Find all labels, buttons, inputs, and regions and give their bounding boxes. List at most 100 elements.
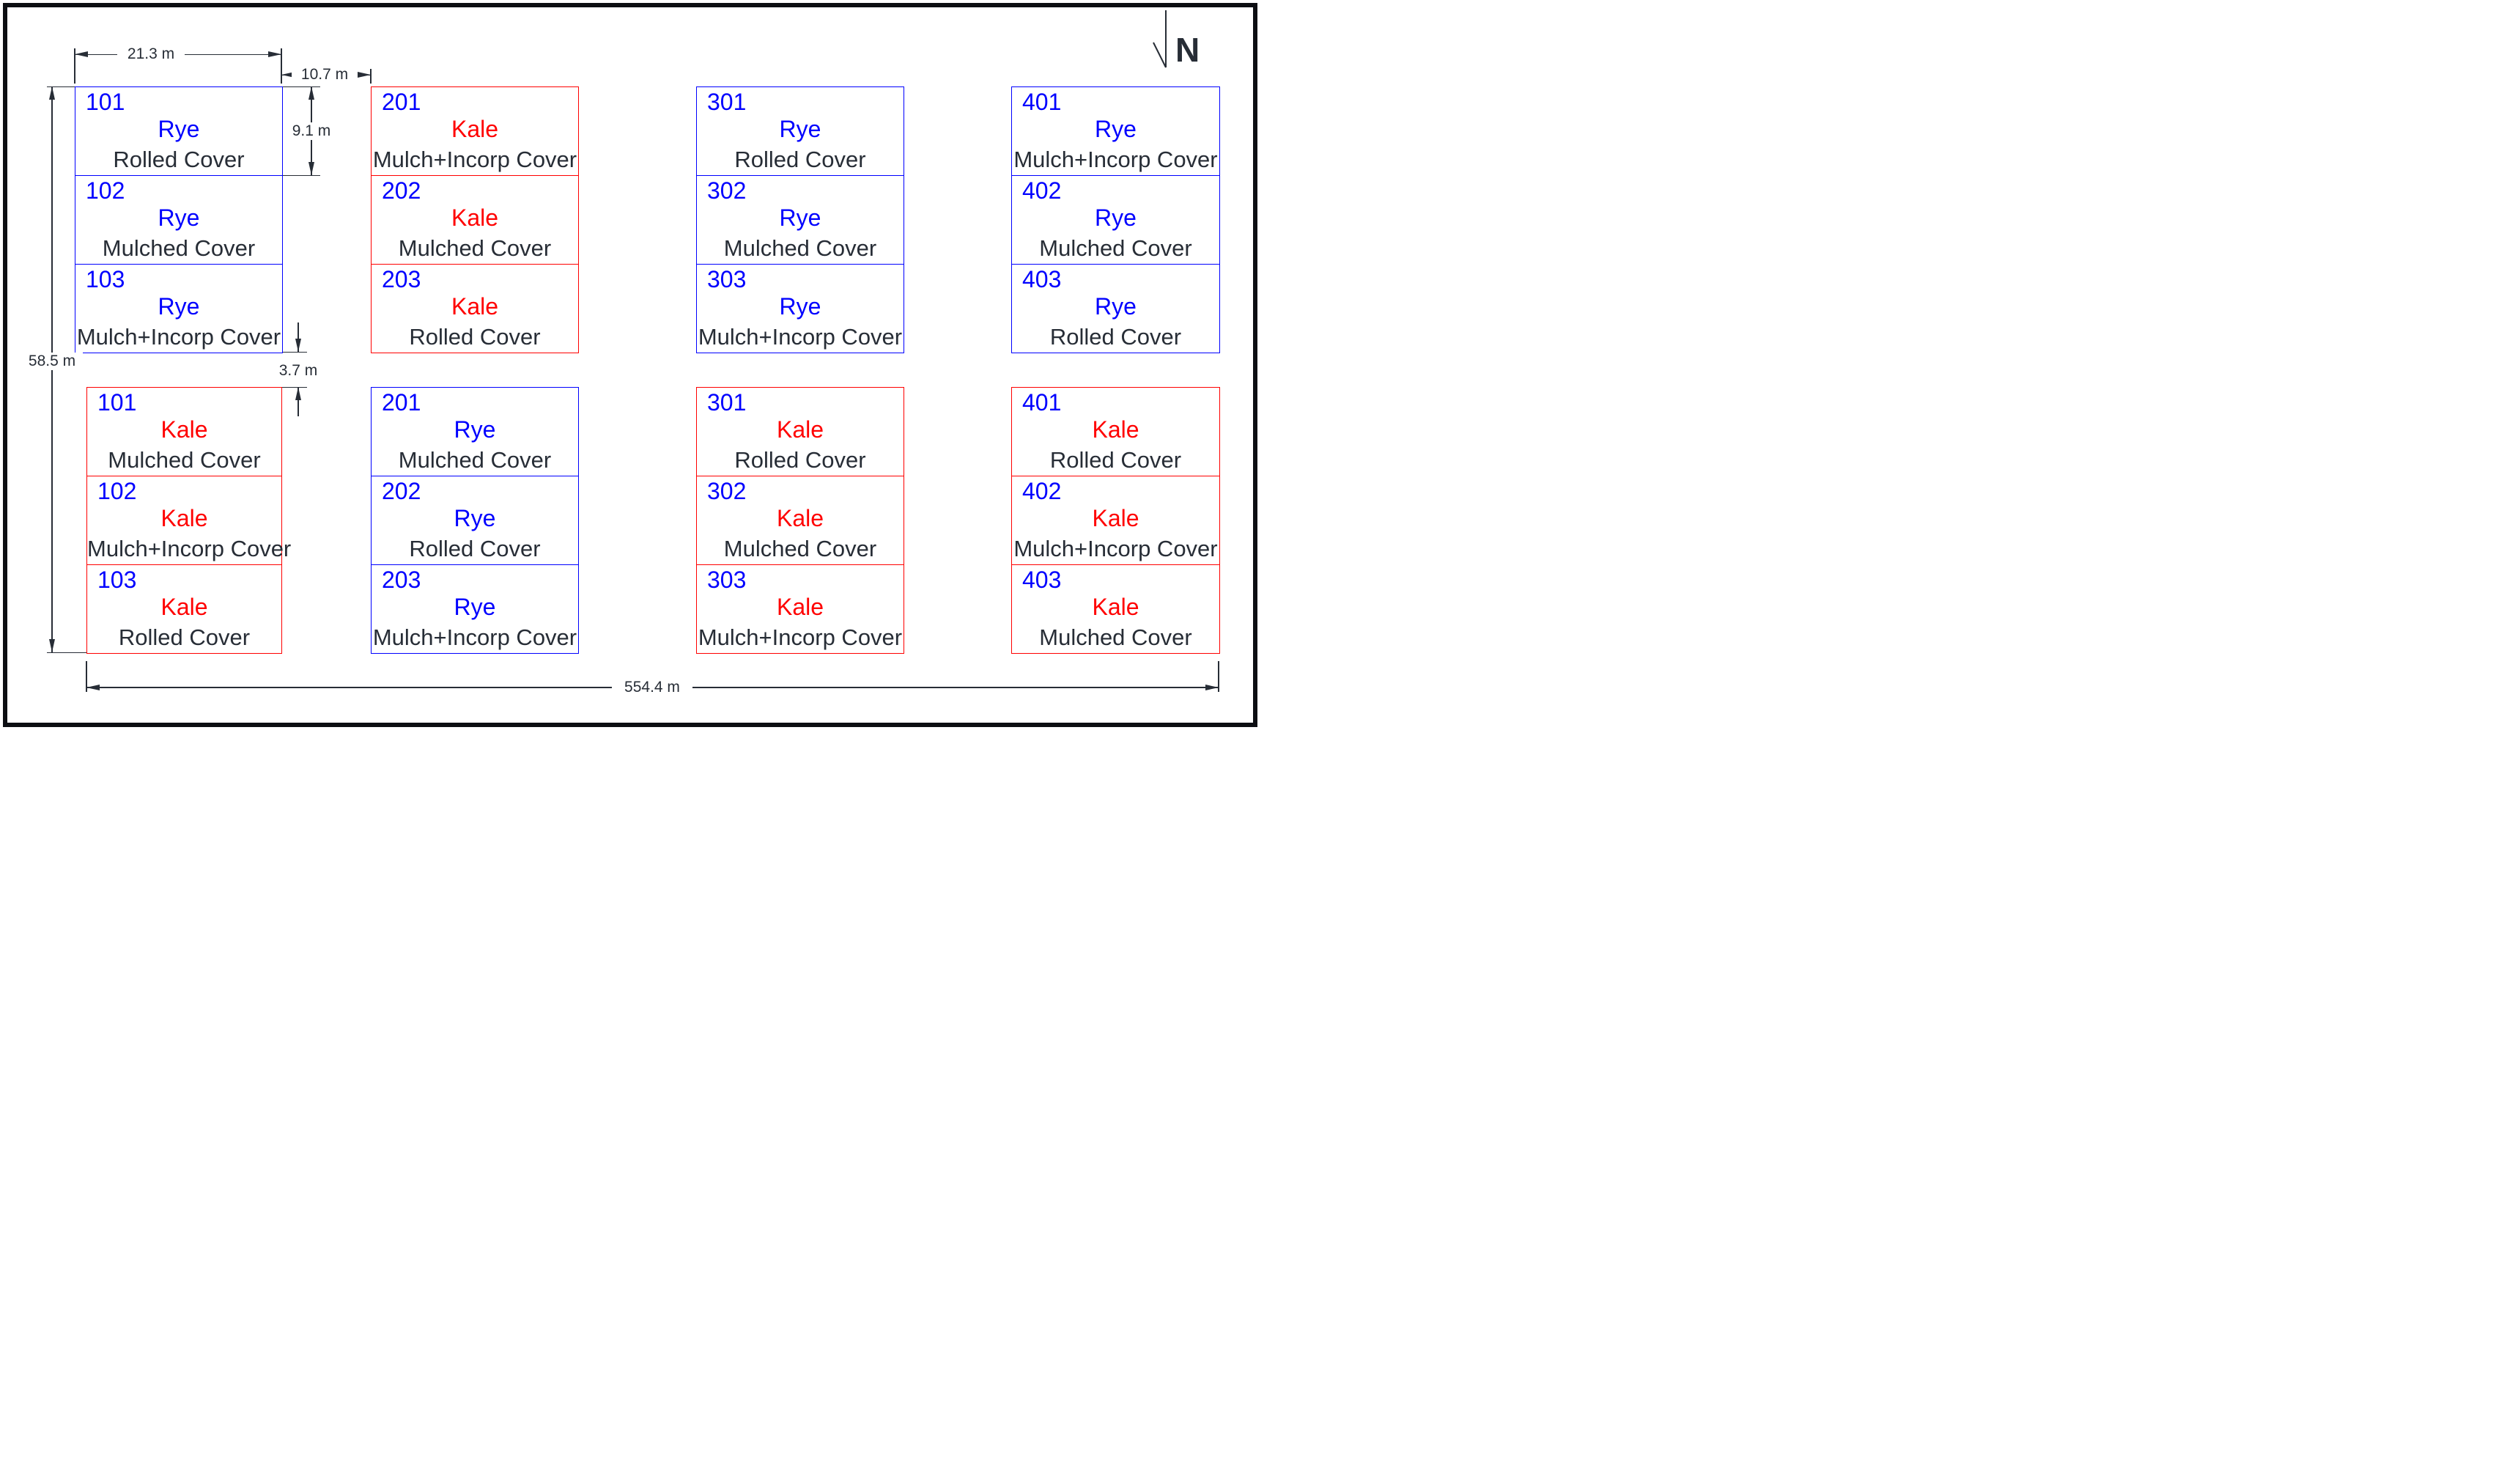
plot-species: Rye [454,594,496,620]
plot-cover: Rolled Cover [118,624,251,650]
plot-species: Kale [1092,416,1139,443]
plot-cover: Mulch+Incorp Cover [372,147,577,172]
plot-species: Kale [1092,594,1139,620]
plot-number: 301 [707,89,747,115]
plot-species: Rye [1095,204,1137,231]
plot-number: 101 [97,389,137,416]
plot-cell: 202 Kale Mulched Cover [372,175,578,264]
dim-field-height-label: 58.5 m [21,353,83,370]
block-top-2: 201 Kale Mulch+Incorp Cover 202 Kale Mul… [371,86,579,353]
plot-cover: Mulched Cover [398,447,552,473]
plot-cover: Mulched Cover [398,235,552,261]
plot-species: Rye [779,204,821,231]
plot-cell: 203 Kale Rolled Cover [372,264,578,353]
plot-cell: 402 Kale Mulch+Incorp Cover [1012,476,1219,564]
plot-species: Kale [1092,505,1139,531]
plot-number: 302 [707,177,747,204]
plot-cell: 303 Kale Mulch+Incorp Cover [697,564,904,653]
block-bottom-4: 401 Kale Rolled Cover 402 Kale Mulch+Inc… [1011,387,1220,654]
plot-cover: Mulch+Incorp Cover [698,324,903,350]
plot-cell: 102 Rye Mulched Cover [75,175,282,264]
plot-cell: 103 Rye Mulch+Incorp Cover [75,264,282,353]
block-bottom-1: 101 Kale Mulched Cover 102 Kale Mulch+In… [86,387,292,654]
plot-species: Kale [776,505,824,531]
dim-block-gap-label: 10.7 m [292,66,358,84]
plot-cell: 101 Kale Mulched Cover [87,388,281,476]
plot-species: Rye [158,204,200,231]
block-bottom-3: 301 Kale Rolled Cover 302 Kale Mulched C… [696,387,904,654]
plot-number: 201 [382,89,421,115]
plot-cell: 302 Kale Mulched Cover [697,476,904,564]
plot-number: 203 [382,266,421,292]
plot-cover: Rolled Cover [1049,324,1182,350]
plot-cell: 401 Kale Rolled Cover [1012,388,1219,476]
plot-species: Rye [1095,293,1137,320]
plot-cover: Rolled Cover [113,147,245,172]
plot-cell: 202 Rye Rolled Cover [372,476,578,564]
plot-species: Rye [1095,116,1137,142]
plot-number: 303 [707,266,747,292]
plot-cover: Mulch+Incorp Cover [87,536,292,561]
plot-number: 403 [1022,266,1062,292]
north-arrow-icon [1153,10,1167,68]
plot-cell: 103 Kale Rolled Cover [87,564,281,653]
block-top-3: 301 Rye Rolled Cover 302 Rye Mulched Cov… [696,86,904,353]
plot-number: 401 [1022,389,1062,416]
plot-species: Rye [779,293,821,320]
plot-number: 102 [97,478,137,504]
plot-cell: 303 Rye Mulch+Incorp Cover [697,264,904,353]
plot-species: Rye [454,505,496,531]
plot-cell: 403 Kale Mulched Cover [1012,564,1219,653]
plot-species: Rye [779,116,821,142]
plot-number: 102 [86,177,125,204]
plot-species: Rye [454,416,496,443]
plot-species: Rye [158,293,200,320]
plot-species: Kale [451,293,499,320]
plot-cell: 301 Rye Rolled Cover [697,87,904,175]
plot-number: 302 [707,478,747,504]
plot-number: 203 [382,567,421,593]
plot-cell: 402 Rye Mulched Cover [1012,175,1219,264]
plot-number: 401 [1022,89,1062,115]
plot-number: 202 [382,177,421,204]
plot-number: 201 [382,389,421,416]
plot-cover: Rolled Cover [734,447,866,473]
plot-cell: 201 Rye Mulched Cover [372,388,578,476]
plot-cover: Mulch+Incorp Cover [1013,536,1218,561]
plot-cell: 203 Rye Mulch+Incorp Cover [372,564,578,653]
dim-plot-height-label: 9.1 m [284,122,339,140]
plot-cover: Rolled Cover [1049,447,1182,473]
north-label: N [1175,31,1200,69]
plot-number: 103 [97,567,137,593]
plot-number: 202 [382,478,421,504]
plot-cover: Mulched Cover [1039,235,1192,261]
plot-cell: 403 Rye Rolled Cover [1012,264,1219,353]
dim-field-width-label: 554.4 m [612,679,692,696]
plot-cover: Rolled Cover [734,147,866,172]
plot-cover: Mulched Cover [108,447,261,473]
drawing-border [3,3,1257,727]
dim-row-gap-label: 3.7 m [270,362,326,380]
block-top-1: 101 Rye Rolled Cover 102 Rye Mulched Cov… [75,86,283,353]
plot-species: Kale [160,505,208,531]
plot-number: 103 [86,266,125,292]
plot-cell: 302 Rye Mulched Cover [697,175,904,264]
plot-cover: Mulch+Incorp Cover [698,624,903,650]
plot-number: 303 [707,567,747,593]
plot-cover: Mulch+Incorp Cover [76,324,281,350]
plot-species: Kale [776,416,824,443]
block-top-4: 401 Rye Mulch+Incorp Cover 402 Rye Mulch… [1011,86,1220,353]
plot-cell: 102 Kale Mulch+Incorp Cover [87,476,292,564]
plot-number: 403 [1022,567,1062,593]
plot-cover: Rolled Cover [409,536,541,561]
plot-cover: Mulch+Incorp Cover [372,624,577,650]
plot-species: Kale [451,116,499,142]
plot-cover: Mulched Cover [1039,624,1192,650]
dim-plot-width-label: 21.3 m [117,45,185,63]
field-plot-map: N 101 Rye Rolled Cover 102 Rye Mulched C… [0,0,1260,730]
plot-number: 101 [86,89,125,115]
plot-species: Rye [158,116,200,142]
plot-cover: Mulch+Incorp Cover [1013,147,1218,172]
block-bottom-2: 201 Rye Mulched Cover 202 Rye Rolled Cov… [371,387,579,654]
plot-cell: 401 Rye Mulch+Incorp Cover [1012,87,1219,175]
